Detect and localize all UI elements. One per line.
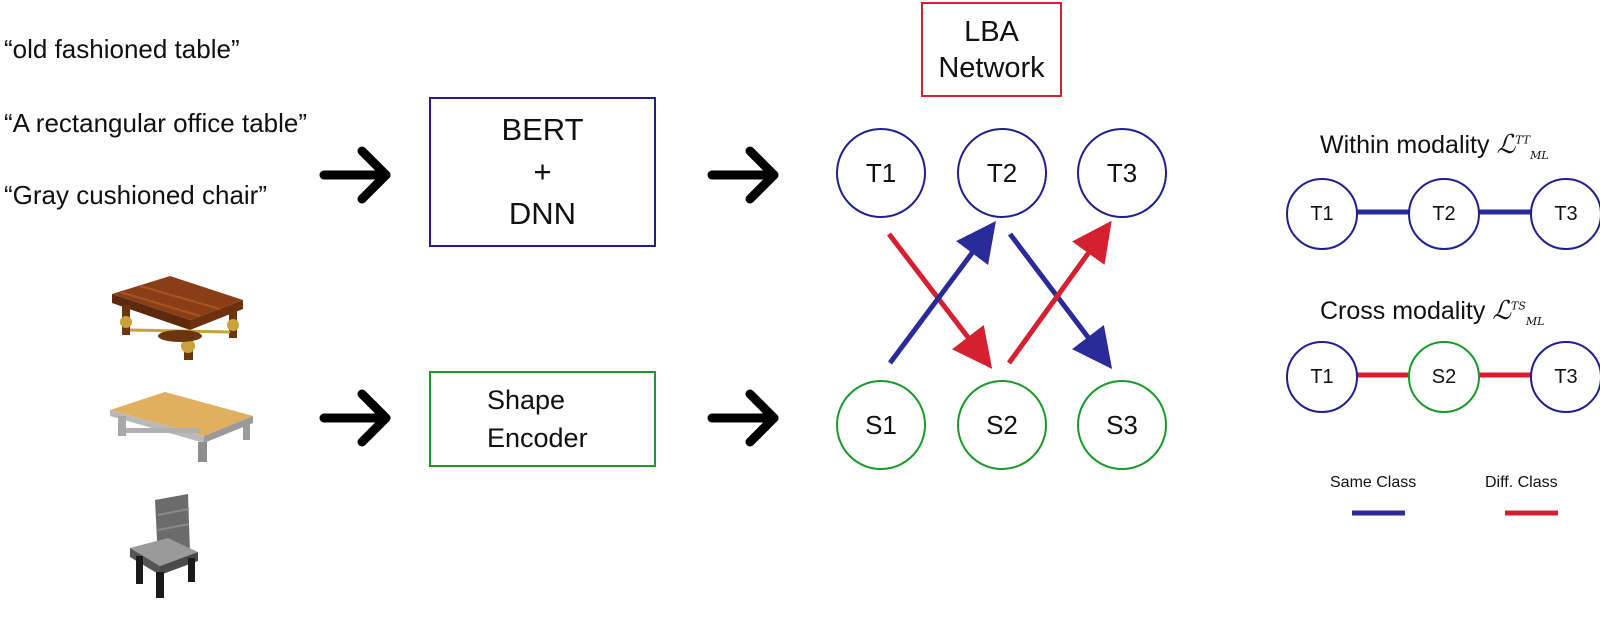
node-s3: S3 bbox=[1077, 380, 1167, 470]
lba-network-line1: LBA bbox=[964, 15, 1019, 48]
text-encoder-box: BERT + DNN bbox=[429, 97, 656, 247]
within-modality-label: Within modality bbox=[1320, 131, 1490, 159]
text-encoder-line2: + bbox=[533, 154, 552, 189]
cross-modality-loss: ℒTSML bbox=[1492, 296, 1545, 329]
within-modality-title: Within modality ℒTTML bbox=[1320, 130, 1549, 162]
text-encoder-line3: DNN bbox=[508, 196, 577, 231]
cross-modality-title: Cross modality ℒTSML bbox=[1320, 296, 1544, 328]
arrow-text-encoder-to-lba bbox=[707, 146, 779, 204]
node-t2: T2 bbox=[957, 128, 1047, 218]
arrow-t2-to-s3 bbox=[1008, 232, 1113, 369]
within-node-t2: T2 bbox=[1408, 178, 1480, 250]
within-modality-loss: ℒTTML bbox=[1496, 130, 1549, 163]
arrow-s2-to-t3 bbox=[1006, 220, 1112, 365]
text-encoder-line1: BERT bbox=[501, 112, 584, 147]
lba-network-line2: Network bbox=[938, 51, 1045, 84]
cross-node-t1: T1 bbox=[1286, 341, 1358, 413]
arrow-captions-to-text-encoder bbox=[319, 146, 391, 204]
node-t1: T1 bbox=[836, 128, 926, 218]
cross-node-s2: S2 bbox=[1408, 341, 1480, 413]
cross-modality-label: Cross modality bbox=[1320, 297, 1486, 325]
shape-encoder-line2: Encoder bbox=[487, 423, 588, 453]
arrow-s1-to-t2 bbox=[887, 220, 996, 365]
shape-encoder-box: Shape Encoder bbox=[429, 371, 656, 467]
caption-gray-cushioned-chair: “Gray cushioned chair” bbox=[4, 180, 267, 210]
lba-network-box: LBA Network bbox=[921, 2, 1062, 97]
node-t3: T3 bbox=[1077, 128, 1167, 218]
within-node-t1: T1 bbox=[1286, 178, 1358, 250]
caption-rectangular-office-table: “A rectangular office table” bbox=[4, 108, 308, 138]
arrow-shape-encoder-to-lba bbox=[707, 389, 779, 447]
node-s1: S1 bbox=[836, 380, 926, 470]
legend-same-class-label: Same Class bbox=[1330, 474, 1417, 491]
office-table-icon bbox=[110, 392, 253, 462]
cross-node-t3: T3 bbox=[1530, 341, 1600, 413]
shape-encoder-line1: Shape bbox=[487, 385, 566, 415]
within-node-t3: T3 bbox=[1530, 178, 1600, 250]
node-s2: S2 bbox=[957, 380, 1047, 470]
arrow-t1-to-s2 bbox=[887, 232, 993, 369]
legend-diff-class-label: Diff. Class bbox=[1485, 474, 1558, 491]
arrow-shapes-to-shape-encoder bbox=[319, 389, 391, 447]
cushioned-chair-icon bbox=[130, 494, 198, 598]
old-fashioned-table-icon bbox=[112, 276, 243, 360]
caption-old-fashioned-table: “old fashioned table” bbox=[4, 34, 240, 64]
